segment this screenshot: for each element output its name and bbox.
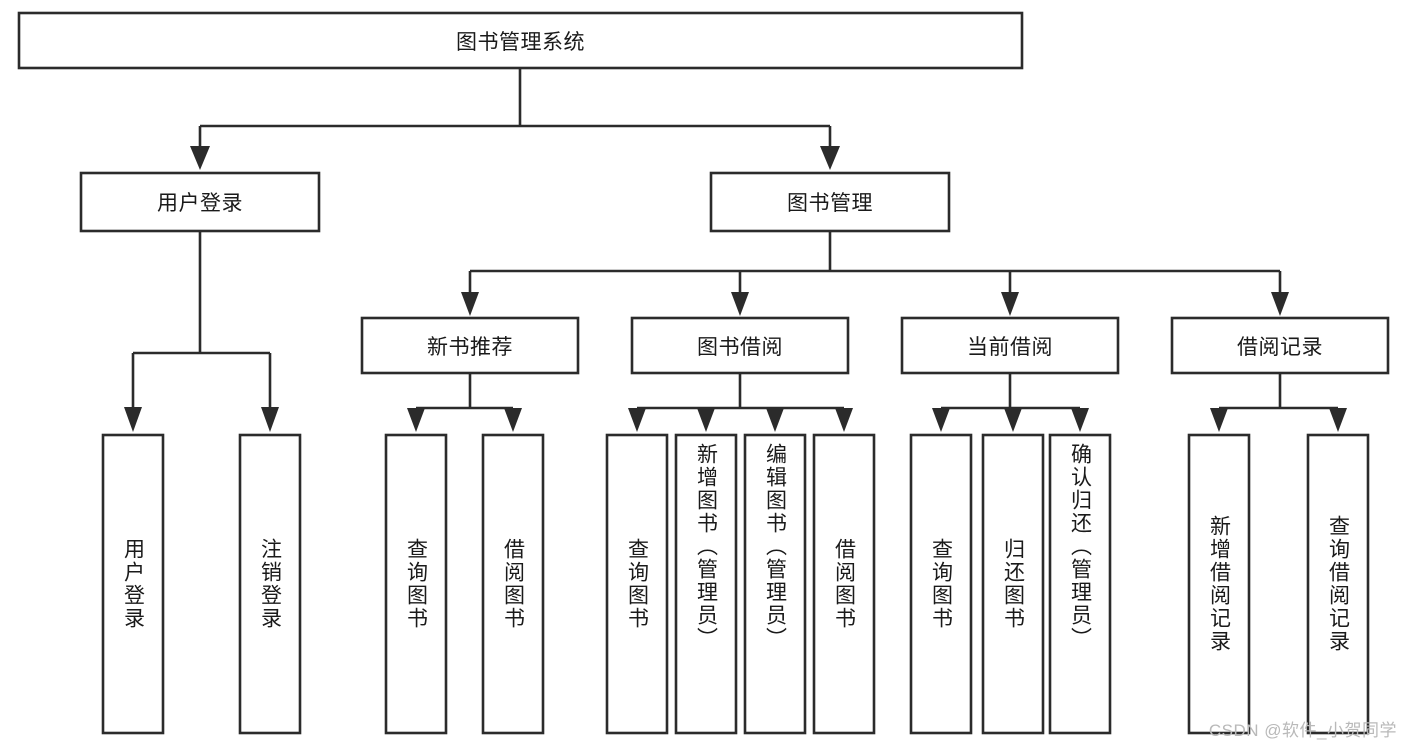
node-box-root[interactable] [17, 11, 1024, 70]
arrow-to-borrow-record [1271, 292, 1289, 316]
node-box-leaf-query-book-1[interactable] [384, 433, 448, 735]
arrow-to-current-borrow [1001, 292, 1019, 316]
arrow-to-leaf-return-book [1004, 408, 1022, 432]
connector-group-root-to-level1 [190, 68, 840, 170]
arrow-to-leaf-borrow-book-2 [835, 408, 853, 432]
connector-group-current-borrow-to-leaves [932, 373, 1089, 432]
connector-group-book-manage-to-level2 [461, 231, 1289, 316]
arrow-to-leaf-query-book-1 [407, 408, 425, 432]
arrow-to-user-login [190, 146, 210, 170]
node-box-leaf-borrow-book-1[interactable] [481, 433, 545, 735]
node-box-current-borrow[interactable] [900, 316, 1120, 375]
arrow-to-leaf-query-book-3 [932, 408, 950, 432]
connector-group-book-borrow-to-leaves [628, 373, 853, 432]
node-box-book-manage[interactable] [709, 171, 951, 233]
connector-group-borrow-record-to-leaves [1210, 373, 1347, 432]
arrow-to-leaf-add-borrow-record [1210, 408, 1228, 432]
arrow-to-leaf-add-book-admin [697, 408, 715, 432]
node-box-leaf-return-book[interactable] [981, 433, 1045, 735]
arrow-to-leaf-query-book-2 [628, 408, 646, 432]
arrow-to-leaf-borrow-book-1 [504, 408, 522, 432]
node-box-leaf-query-book-3[interactable] [909, 433, 973, 735]
node-box-book-borrow[interactable] [630, 316, 850, 375]
arrow-to-leaf-logout-login [261, 407, 279, 432]
arrow-to-book-borrow [731, 292, 749, 316]
node-box-leaf-query-borrow-record[interactable] [1306, 433, 1370, 735]
node-box-leaf-borrow-book-2[interactable] [812, 433, 876, 735]
node-box-leaf-add-book-admin[interactable] [674, 433, 738, 735]
node-box-leaf-edit-book-admin[interactable] [743, 433, 807, 735]
node-box-leaf-user-login[interactable] [101, 433, 165, 735]
node-box-user-login[interactable] [79, 171, 321, 233]
arrow-to-book-manage [820, 146, 840, 170]
node-box-leaf-logout-login[interactable] [238, 433, 302, 735]
arrow-to-leaf-user-login [124, 407, 142, 432]
arrow-to-leaf-confirm-return-admin [1071, 408, 1089, 432]
node-box-leaf-add-borrow-record[interactable] [1187, 433, 1251, 735]
node-box-new-book-recommend[interactable] [360, 316, 580, 375]
node-box-leaf-confirm-return-admin[interactable] [1048, 433, 1112, 735]
arrow-to-new-book-recommend [461, 292, 479, 316]
node-box-leaf-query-book-2[interactable] [605, 433, 669, 735]
arrow-to-leaf-query-borrow-record [1329, 408, 1347, 432]
node-box-borrow-record[interactable] [1170, 316, 1390, 375]
csdn-watermark: CSDN @软件_小贺同学 [1208, 721, 1397, 740]
connector-group-user-login-to-leaves [124, 231, 279, 432]
connector-group-new-book-recommend-to-leaves [407, 373, 522, 432]
arrow-to-leaf-edit-book-admin [766, 408, 784, 432]
